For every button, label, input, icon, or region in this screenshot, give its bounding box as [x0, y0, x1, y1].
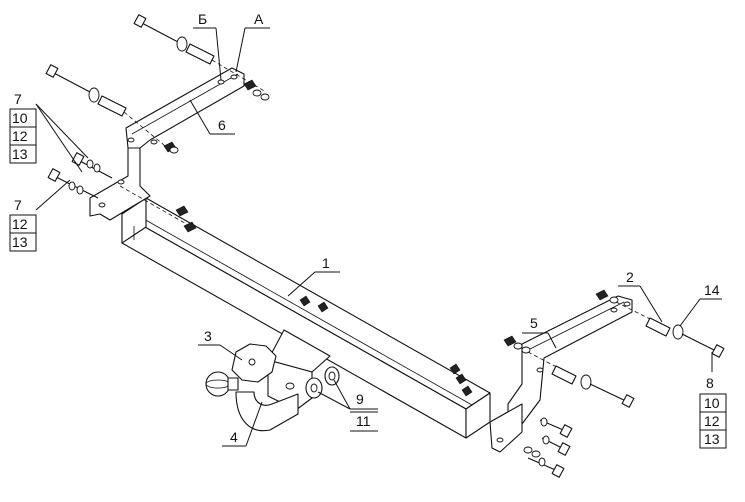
stack-left-top-item: 10: [12, 110, 28, 126]
left-bracket: [89, 67, 245, 221]
stack-right-item: 10: [704, 395, 720, 411]
right-bolts: [503, 289, 725, 478]
stack-left-bottom-item: 12: [12, 216, 28, 232]
stack-right-item: 8: [706, 375, 714, 391]
callout-5: 5: [530, 315, 538, 331]
stack-right-item: 13: [704, 431, 720, 447]
stack-left-top-item: 7: [14, 91, 22, 107]
stack-left-top-item: 12: [12, 128, 28, 144]
callout-1: 1: [322, 255, 330, 271]
callout-b: Б: [198, 11, 207, 27]
callout-a: А: [254, 11, 264, 27]
stack-left-top-item: 13: [12, 146, 28, 162]
right-bracket: [489, 295, 633, 453]
stack-left-top: 7 10 12 13: [9, 91, 37, 164]
callout-4: 4: [230, 429, 238, 445]
leader-lines: [35, 27, 722, 447]
callout-9: 9: [356, 391, 364, 407]
left-lower-bolts: [47, 152, 197, 233]
callout-11: 11: [356, 413, 371, 429]
callout-2: 2: [626, 269, 634, 285]
beam-bolts: [299, 295, 473, 397]
tow-ball-assembly: [205, 329, 340, 432]
stack-right: 8 10 12 13: [699, 375, 727, 449]
callout-3: 3: [204, 328, 212, 344]
left-upper-bolts: [45, 14, 270, 154]
stack-right-item: 12: [704, 413, 720, 429]
stack-left-bottom-item: 7: [14, 197, 22, 213]
stack-left-bottom: 7 12 13: [9, 197, 37, 252]
callout-14: 14: [704, 282, 720, 298]
callout-6: 6: [218, 117, 226, 133]
stack-left-bottom-item: 13: [12, 234, 28, 250]
